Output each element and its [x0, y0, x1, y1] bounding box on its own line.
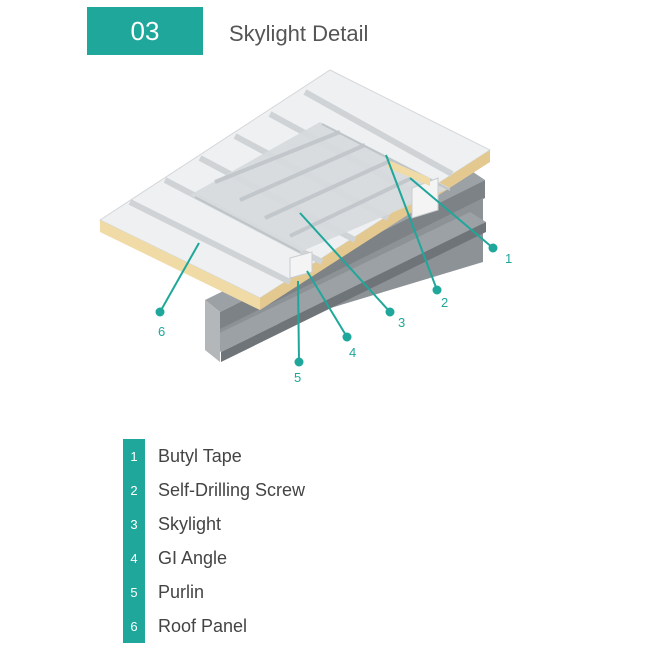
legend-number: 4	[123, 541, 145, 575]
legend: 1 Butyl Tape 2 Self-Drilling Screw 3 Sky…	[123, 439, 305, 643]
legend-label: GI Angle	[158, 547, 228, 568]
butyl-tape	[388, 160, 430, 186]
legend-label: Self-Drilling Screw	[158, 479, 306, 500]
legend-item: 3 Skylight	[123, 507, 305, 541]
legend-number: 1	[123, 439, 145, 473]
callout-number-2: 2	[441, 295, 448, 310]
legend-number: 6	[123, 609, 145, 643]
callout-number-3: 3	[398, 315, 405, 330]
legend-label: Roof Panel	[158, 615, 248, 636]
legend-label: Butyl Tape	[158, 445, 242, 466]
legend-number: 3	[123, 507, 145, 541]
skylight-detail-illustration: 1 2 3 4 5 6	[98, 69, 512, 385]
legend-label: Skylight	[158, 513, 222, 534]
legend-item: 4 GI Angle	[123, 541, 305, 575]
page-title: Skylight Detail	[229, 21, 369, 46]
callout-number-6: 6	[158, 324, 165, 339]
legend-number: 5	[123, 575, 145, 609]
legend-label: Purlin	[158, 581, 205, 602]
callout-leaders	[155, 154, 498, 367]
callout-number-5: 5	[294, 370, 301, 385]
callout-number-4: 4	[349, 345, 356, 360]
legend-item: 5 Purlin	[123, 575, 305, 609]
section-number-badge: 03	[87, 7, 203, 55]
legend-item: 2 Self-Drilling Screw	[123, 473, 305, 507]
legend-number: 2	[123, 473, 145, 507]
callout-number-1: 1	[505, 251, 512, 266]
legend-item: 1 Butyl Tape	[123, 439, 305, 473]
legend-item: 6 Roof Panel	[123, 609, 305, 643]
